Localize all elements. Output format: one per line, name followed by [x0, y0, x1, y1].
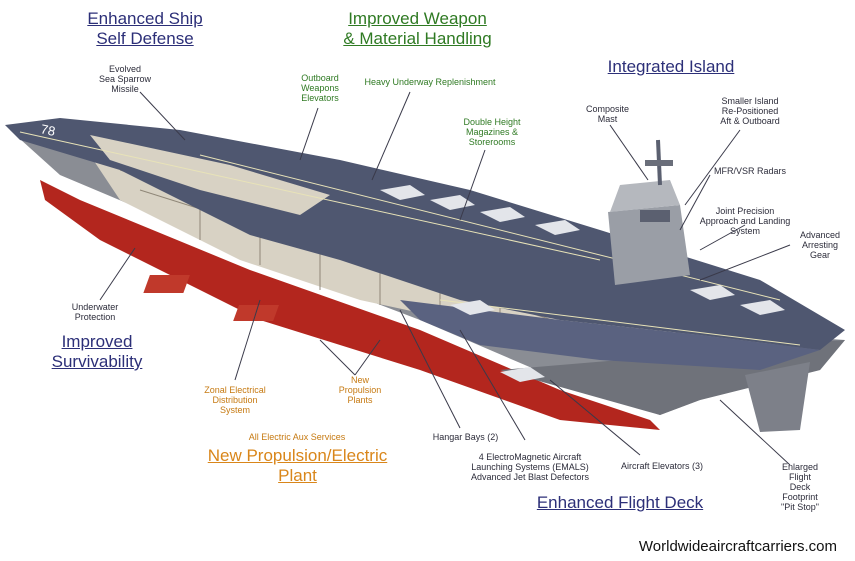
label-radars: MFR/VSR Radars — [713, 166, 786, 176]
island-top — [610, 180, 680, 212]
stern — [745, 362, 810, 432]
source-credit: Worldwideaircraftcarriers.com — [638, 538, 837, 555]
label-emals: 4 ElectroMagnetic Aircraft Launching Sys… — [470, 452, 590, 482]
label-smaller-island: Smaller Island Re-Positioned Aft & Outbo… — [720, 96, 780, 126]
label-pit-stop: Enlarged Flight Deck Footprint "Pit Stop… — [781, 462, 819, 512]
label-aux-services: All Electric Aux Services — [248, 432, 346, 442]
heading-flight-deck: Enhanced Flight Deck — [536, 493, 704, 512]
label-landing-system: Joint Precision Approach and Landing Sys… — [699, 206, 791, 236]
label-propulsion-plants: New Propulsion Plants — [338, 375, 382, 405]
label-sea-sparrow: Evolved Sea Sparrow Missile — [98, 64, 152, 94]
heading-integrated-island: Integrated Island — [607, 57, 735, 76]
label-arresting-gear: Advanced Arresting Gear — [799, 230, 841, 260]
label-zonal-distribution: Zonal Electrical Distribution System — [204, 385, 266, 415]
heading-weapon-handling: Improved Weapon & Material Handling — [343, 9, 492, 48]
heading-propulsion: New Propulsion/Electric Plant — [207, 446, 388, 485]
heading-self-defense: Enhanced Ship Self Defense — [87, 9, 203, 48]
label-heavy-replenishment: Heavy Underway Replenishment — [364, 77, 496, 87]
hull-red-underside — [40, 180, 660, 430]
flight-deck-aft — [400, 300, 820, 370]
label-aircraft-elevators: Aircraft Elevators (3) — [620, 461, 704, 471]
hull-number: 78 — [39, 121, 56, 139]
label-composite-mast: Composite Mast — [585, 104, 630, 124]
label-outboard-elevators: Outboard Weapons Elevators — [301, 73, 339, 103]
leader-lines — [99, 91, 791, 466]
flight-deck-forward-cut — [90, 135, 330, 215]
island-radar-window — [640, 210, 670, 222]
heading-survivability: Improved Survivability — [51, 332, 143, 371]
island-base — [608, 205, 690, 285]
engine-room-1 — [143, 275, 190, 293]
deck-aircraft — [380, 185, 785, 382]
label-magazines: Double Height Magazines & Storerooms — [463, 117, 521, 147]
label-underwater-protection: Underwater Protection — [71, 302, 119, 322]
label-hangar-bays: Hangar Bays (2) — [432, 432, 499, 442]
mast-platform — [645, 160, 673, 166]
